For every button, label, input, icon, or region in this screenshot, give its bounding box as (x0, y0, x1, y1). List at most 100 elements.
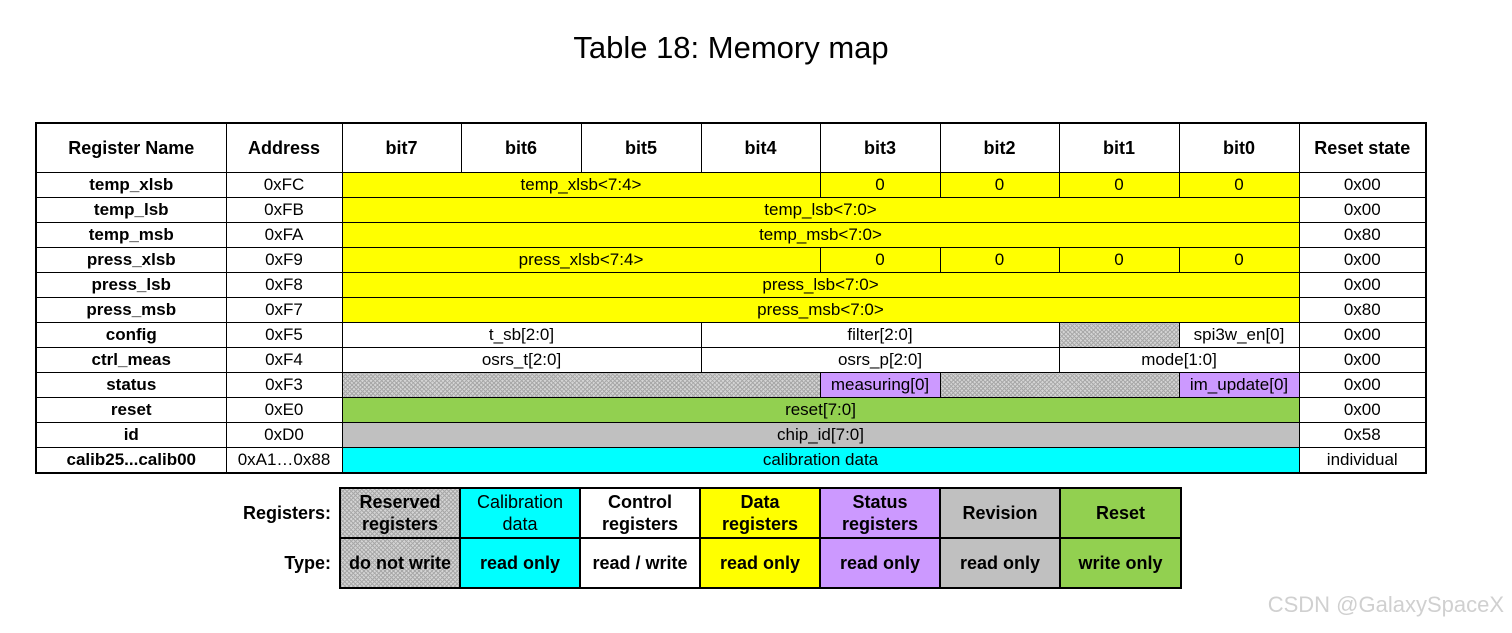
legend-name-data: Data registers (699, 487, 821, 539)
bit-field: im_update[0] (1178, 372, 1300, 398)
legend-name-reset: Reset (1059, 487, 1182, 539)
bit-field: 0 (1178, 247, 1300, 273)
header-bit1: bit1 (1058, 122, 1180, 173)
bit-field: chip_id[7:0] (341, 422, 1300, 448)
bit-field: 0 (819, 247, 941, 273)
header-row: Register Name Address bit7 bit6 bit5 bit… (35, 122, 1427, 173)
bit-field: temp_msb<7:0> (341, 222, 1300, 248)
bit-field: reset[7:0] (341, 397, 1300, 423)
bit-field: 0 (1178, 172, 1300, 198)
bit-field: osrs_p[2:0] (700, 347, 1060, 373)
bit-field: osrs_t[2:0] (341, 347, 702, 373)
reset-value: 0x58 (1298, 422, 1427, 448)
header-bit5: bit5 (580, 122, 702, 173)
legend-access-reset: write only (1059, 537, 1182, 589)
register-name: press_msb (35, 297, 227, 323)
bit-field: 0 (939, 247, 1060, 273)
register-name: config (35, 322, 227, 348)
header-bit2: bit2 (939, 122, 1060, 173)
reset-value: 0x00 (1298, 372, 1427, 398)
reserved-bits (341, 372, 821, 398)
bit-field: calibration data (341, 447, 1300, 474)
reserved-bits (1058, 322, 1180, 348)
register-name: status (35, 372, 227, 398)
legend-type-label: Type: (284, 553, 331, 573)
reset-value: 0x00 (1298, 397, 1427, 423)
legend-registers-label: Registers: (242, 503, 331, 523)
register-address: 0xF7 (225, 297, 343, 323)
legend-access-revision: read only (939, 537, 1061, 589)
register-name: temp_xlsb (35, 172, 227, 198)
header-bit3: bit3 (819, 122, 941, 173)
register-name: press_lsb (35, 272, 227, 298)
header-bit4: bit4 (700, 122, 821, 173)
bit-field: press_lsb<7:0> (341, 272, 1300, 298)
reset-value: individual (1298, 447, 1427, 474)
bit-field: mode[1:0] (1058, 347, 1300, 373)
legend-access-control: read / write (579, 537, 701, 589)
register-name: press_xlsb (35, 247, 227, 273)
reset-value: 0x80 (1298, 222, 1427, 248)
register-address: 0xFC (225, 172, 343, 198)
header-bit0: bit0 (1178, 122, 1300, 173)
bit-field: filter[2:0] (700, 322, 1060, 348)
bit-field: press_xlsb<7:4> (341, 247, 821, 273)
register-address: 0xE0 (225, 397, 343, 423)
register-name: temp_lsb (35, 197, 227, 223)
reserved-bits (939, 372, 1180, 398)
legend-access-data: read only (699, 537, 821, 589)
bit-field: 0 (1058, 247, 1180, 273)
bit-field: measuring[0] (819, 372, 941, 398)
legend-name-calibration: Calibration data (459, 487, 581, 539)
reset-value: 0x00 (1298, 197, 1427, 223)
reset-value: 0x00 (1298, 347, 1427, 373)
register-address: 0xF8 (225, 272, 343, 298)
reset-value: 0x80 (1298, 297, 1427, 323)
header-reset-state: Reset state (1298, 122, 1427, 173)
reset-value: 0x00 (1298, 172, 1427, 198)
legend-name-revision: Revision (939, 487, 1061, 539)
reset-value: 0x00 (1298, 247, 1427, 273)
bit-field: press_msb<7:0> (341, 297, 1300, 323)
register-address: 0xF3 (225, 372, 343, 398)
reset-value: 0x00 (1298, 272, 1427, 298)
legend-name-reserved: Reserved registers (339, 487, 461, 539)
register-name: reset (35, 397, 227, 423)
register-address: 0xA1…0x88 (225, 447, 343, 474)
legend-access-reserved: do not write (339, 537, 461, 589)
reset-value: 0x00 (1298, 322, 1427, 348)
register-address: 0xF5 (225, 322, 343, 348)
bit-field: temp_lsb<7:0> (341, 197, 1300, 223)
memory-map-table: Register Name Address bit7 bit6 bit5 bit… (35, 122, 1427, 474)
register-name: id (35, 422, 227, 448)
register-address: 0xD0 (225, 422, 343, 448)
legend-name-control: Control registers (579, 487, 701, 539)
register-address: 0xFA (225, 222, 343, 248)
bit-field: 0 (939, 172, 1060, 198)
header-address: Address (225, 122, 343, 173)
legend-name-status: Status registers (819, 487, 941, 539)
header-register-name: Register Name (35, 122, 227, 173)
bit-field: 0 (1058, 172, 1180, 198)
bit-field: temp_xlsb<7:4> (341, 172, 821, 198)
register-address: 0xF4 (225, 347, 343, 373)
register-name: calib25...calib00 (35, 447, 227, 474)
register-name: ctrl_meas (35, 347, 227, 373)
header-bit6: bit6 (460, 122, 582, 173)
bit-field: t_sb[2:0] (341, 322, 702, 348)
bit-field: spi3w_en[0] (1178, 322, 1300, 348)
register-name: temp_msb (35, 222, 227, 248)
table-title: Table 18: Memory map (573, 30, 889, 65)
